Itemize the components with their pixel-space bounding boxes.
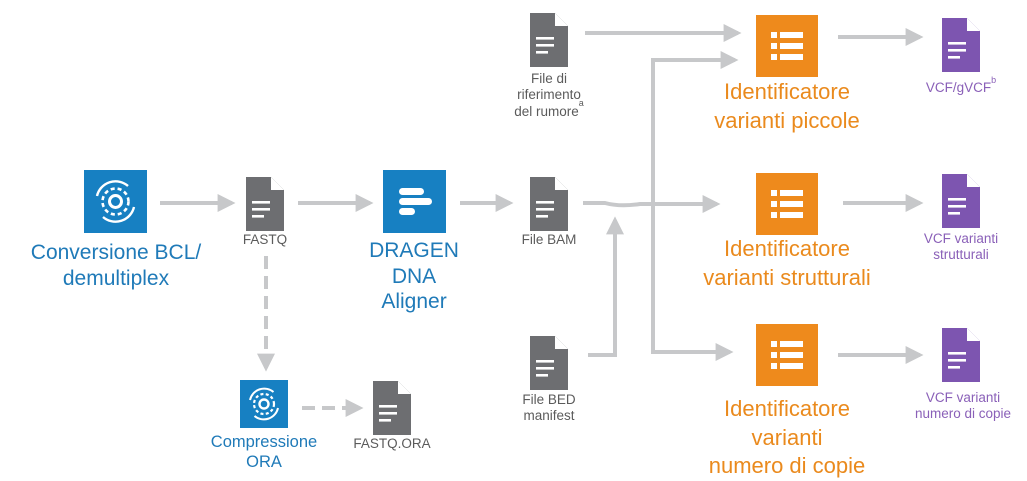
fastq-ora-label-text: FASTQ.ORA (353, 436, 431, 451)
dragen-label-line1: DRAGEN (369, 239, 459, 262)
bcl-label-line1: Conversione BCL/ (30, 241, 202, 264)
noise-ref-label-line2: riferimento (517, 87, 581, 103)
fastq-ora-document-icon (373, 381, 411, 435)
vcf-structural-label: VCF varianti strutturali (901, 231, 1021, 264)
arrow-branch-to-small-caller (651, 51, 739, 204)
vcf-structural-label-line1: VCF varianti (923, 231, 999, 246)
noise-ref-label-line1: File di (530, 71, 567, 86)
bed-label-line2: manifest (523, 408, 575, 424)
fastq-ora-label: FASTQ.ORA (342, 436, 442, 452)
dragen-label: DRAGEN DNA Aligner (354, 238, 474, 315)
cnv-caller-label: Identificatore varianti numero di copie (677, 395, 897, 481)
cnv-caller-label-line3: numero di copie (708, 453, 866, 479)
noise-ref-label: File di riferimento del rumorea (489, 71, 609, 120)
dragen-label-line3: Aligner (381, 290, 447, 314)
small-caller-label-line1: Identificatore (724, 79, 850, 104)
noise-ref-label-line3-text: del rumore (514, 103, 579, 119)
fastq-document-icon (246, 177, 284, 231)
bcl-label: Conversione BCL/ demultiplex (0, 240, 232, 291)
bcl-label-line2: demultiplex (62, 266, 170, 290)
vcf-small-footnote-mark: b (991, 74, 997, 85)
small-caller-label-line2: varianti piccole (714, 107, 860, 133)
connector-lines (160, 24, 924, 417)
ora-label: Compressione ORA (194, 432, 334, 472)
cnv-caller-list-icon (756, 324, 818, 386)
bed-label: File BED manifest (499, 392, 599, 425)
bam-document-icon (530, 177, 568, 231)
noise-ref-footnote-mark: a (578, 98, 584, 109)
noise-ref-document-icon (530, 13, 568, 67)
vcf-small-label-text: VCF/gVCF (925, 80, 992, 95)
vcf-structural-document-icon (942, 174, 980, 228)
bam-label-text: File BAM (521, 232, 577, 247)
vcf-small-label: VCF/gVCFb (901, 75, 1021, 96)
bed-label-line1: File BED (522, 392, 576, 407)
small-caller-list-icon (756, 15, 818, 77)
arrow-bed-to-branch (588, 216, 624, 357)
structural-caller-list-icon (756, 173, 818, 235)
vcf-cnv-label-line2: numero di copie (914, 406, 1012, 422)
arrow-bam-to-structural-caller (583, 195, 721, 213)
dragen-align-bars-icon (383, 170, 446, 233)
fastq-label: FASTQ (215, 232, 315, 248)
arrow-branch-to-cnv-caller (651, 204, 734, 361)
structural-caller-label-line1: Identificatore (724, 236, 850, 261)
small-caller-label: Identificatore varianti piccole (677, 78, 897, 135)
bed-document-icon (530, 336, 568, 390)
fastq-label-text: FASTQ (242, 232, 288, 247)
ora-gear-icon (240, 380, 288, 428)
ora-label-line1: Compressione (210, 433, 318, 451)
vcf-small-document-icon (942, 18, 980, 72)
vcf-cnv-label-line1: VCF varianti (925, 390, 1001, 405)
cnv-caller-label-line1: Identificatore (724, 396, 850, 421)
ora-label-line2: ORA (246, 453, 282, 472)
vcf-structural-label-line2: strutturali (933, 247, 989, 263)
dragen-label-line2: DNA (391, 264, 437, 288)
cnv-caller-label-line2: varianti (751, 424, 823, 450)
structural-caller-label: Identificatore varianti strutturali (667, 235, 907, 292)
noise-ref-label-line3: del rumorea (489, 99, 609, 120)
structural-caller-label-line2: varianti strutturali (703, 264, 871, 290)
vcf-cnv-label: VCF varianti numero di copie (901, 390, 1025, 423)
vcf-cnv-document-icon (942, 328, 980, 382)
bam-label: File BAM (499, 232, 599, 248)
bcl-gear-icon (84, 170, 147, 233)
